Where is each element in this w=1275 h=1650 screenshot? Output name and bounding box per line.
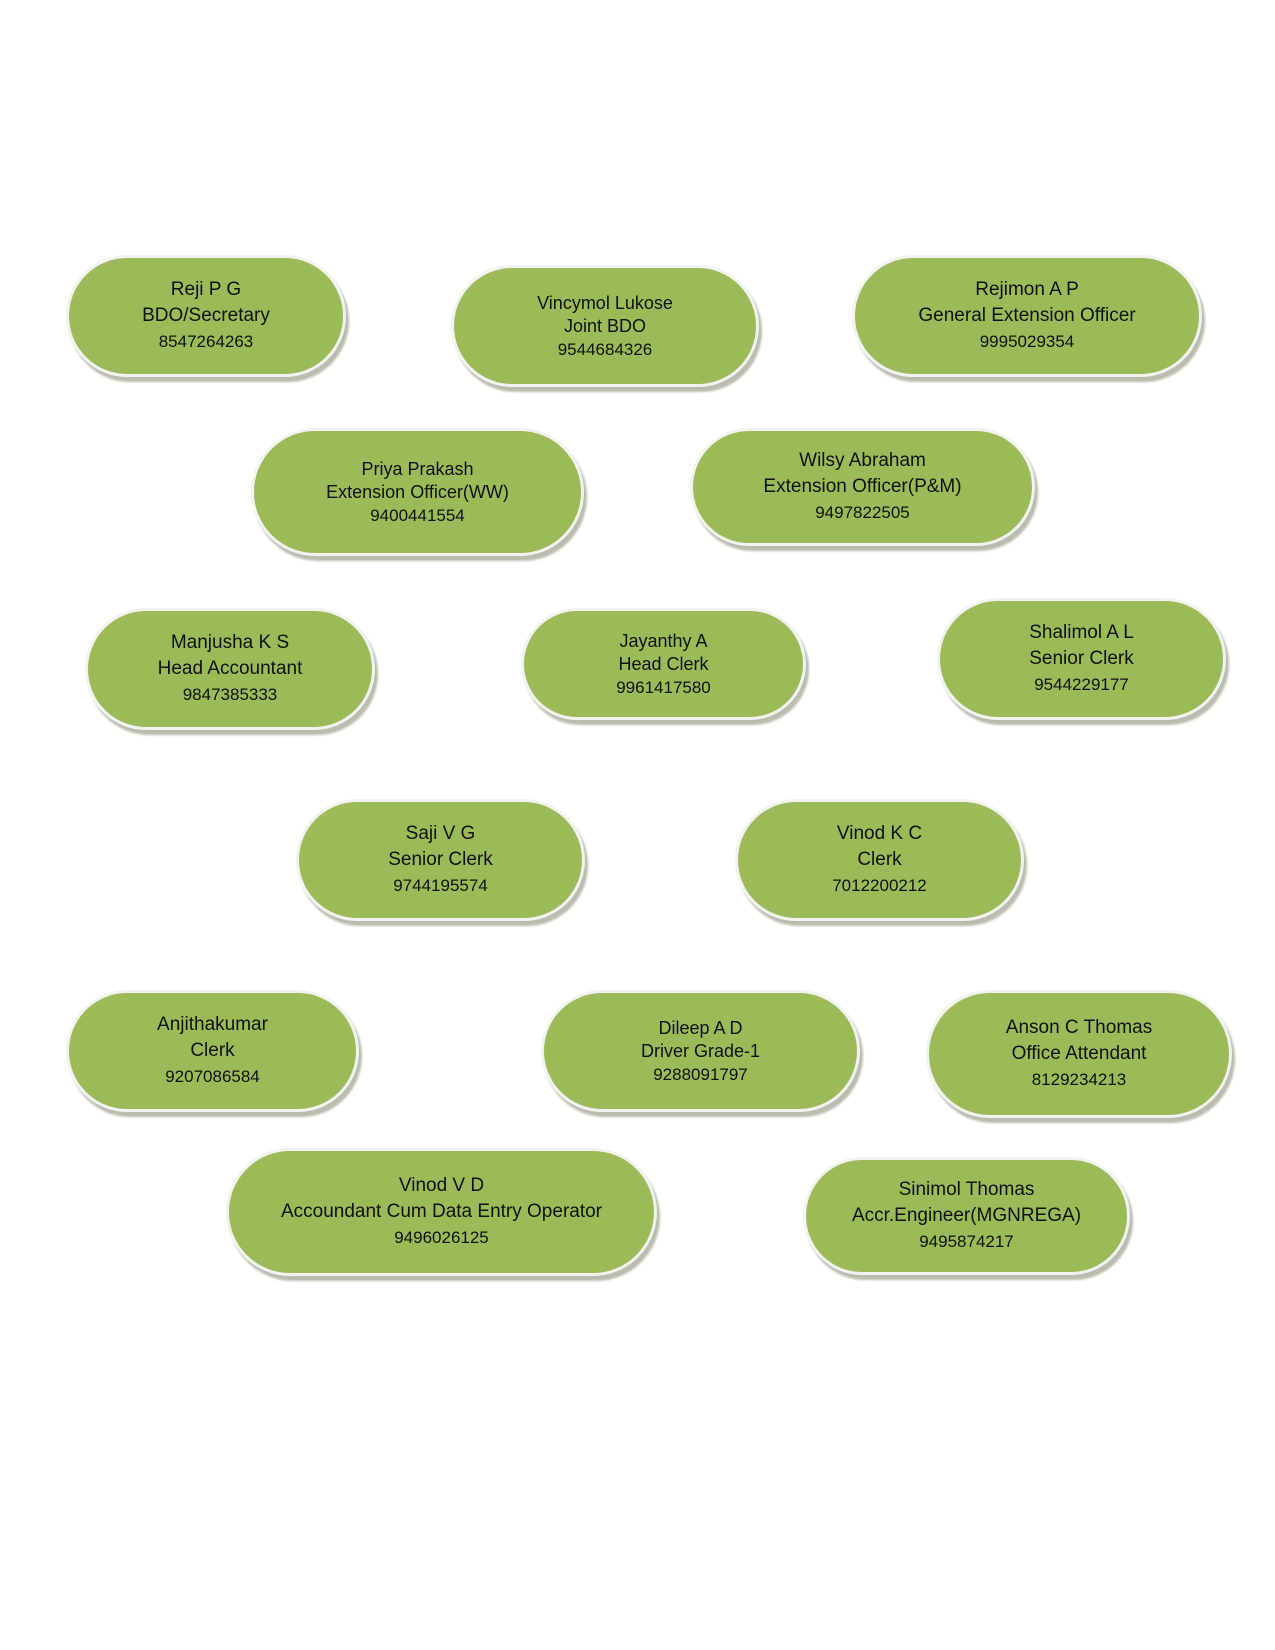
staff-name: Manjusha K S: [170, 632, 290, 653]
staff-name: Saji V G: [405, 823, 476, 844]
staff-designation: Clerk: [190, 1040, 235, 1061]
staff-phone: 9961417580: [616, 677, 711, 697]
staff-name: Reji P G: [170, 279, 242, 300]
staff-card-head-clerk: Jayanthy A Head Clerk 9961417580: [521, 608, 806, 720]
staff-name: Jayanthy A: [619, 630, 708, 651]
staff-card-office-attendant: Anson C Thomas Office Attendant 81292342…: [926, 990, 1232, 1118]
staff-card-bdo-secretary: Reji P G BDO/Secretary 8547264263: [66, 255, 346, 377]
staff-designation: Head Clerk: [618, 653, 709, 674]
staff-name: Vinod V D: [398, 1175, 485, 1196]
staff-phone: 9400441554: [370, 505, 465, 525]
staff-phone: 7012200212: [832, 876, 927, 895]
staff-card-senior-clerk-saji: Saji V G Senior Clerk 9744195574: [296, 799, 585, 921]
staff-phone: 9497822505: [815, 503, 910, 522]
staff-name: Dileep A D: [658, 1017, 743, 1038]
staff-phone: 9207086584: [165, 1067, 260, 1086]
staff-designation: General Extension Officer: [918, 305, 1136, 326]
staff-phone: 8547264263: [158, 332, 254, 351]
staff-designation: Accoundant Cum Data Entry Operator: [280, 1201, 603, 1222]
staff-card-extension-officer-pm: Wilsy Abraham Extension Officer(P&M) 949…: [690, 428, 1035, 546]
staff-name: Vincymol Lukose: [537, 292, 673, 313]
staff-name: Priya Prakash: [361, 458, 474, 479]
staff-phone: 9544229177: [1034, 675, 1129, 694]
staff-card-joint-bdo: Vincymol Lukose Joint BDO 9544684326: [451, 265, 759, 387]
staff-phone: 9744195574: [393, 876, 488, 895]
staff-phone: 9544684326: [557, 339, 653, 359]
staff-designation: Driver Grade-1: [640, 1040, 761, 1061]
staff-name: Vinod K C: [836, 823, 923, 844]
staff-designation: Accr.Engineer(MGNREGA): [851, 1205, 1082, 1226]
staff-phone: 9847385333: [182, 685, 278, 704]
staff-name: Anjithakumar: [157, 1014, 268, 1035]
staff-phone: 8129234213: [1031, 1070, 1127, 1089]
staff-name: Wilsy Abraham: [799, 450, 926, 471]
staff-name: Shalimol A L: [1029, 622, 1134, 643]
staff-card-clerk-vinod: Vinod K C Clerk 7012200212: [735, 799, 1024, 921]
staff-card-general-extension-officer: Rejimon A P General Extension Officer 99…: [852, 255, 1202, 377]
staff-card-extension-officer-ww: Priya Prakash Extension Officer(WW) 9400…: [251, 428, 584, 556]
staff-phone: 9995029354: [979, 332, 1075, 351]
staff-card-accr-engineer: Sinimol Thomas Accr.Engineer(MGNREGA) 94…: [803, 1157, 1130, 1275]
staff-designation: Head Accountant: [157, 658, 303, 679]
staff-name: Rejimon A P: [975, 279, 1079, 300]
staff-phone: 9288091797: [653, 1064, 748, 1084]
staff-name: Anson C Thomas: [1005, 1017, 1153, 1038]
staff-phone: 9496026125: [394, 1228, 489, 1247]
staff-card-accountant-data-entry: Vinod V D Accoundant Cum Data Entry Oper…: [226, 1148, 657, 1276]
staff-designation: Extension Officer(P&M): [763, 476, 962, 497]
staff-designation: Extension Officer(WW): [326, 481, 509, 502]
staff-card-senior-clerk-shalimol: Shalimol A L Senior Clerk 9544229177: [937, 598, 1226, 720]
staff-name: Sinimol Thomas: [898, 1179, 1035, 1200]
staff-designation: Joint BDO: [563, 315, 647, 336]
staff-designation: Clerk: [857, 849, 902, 870]
staff-designation: Senior Clerk: [388, 849, 493, 870]
staff-card-clerk-anjithakumar: Anjithakumar Clerk 9207086584: [66, 990, 359, 1112]
staff-phone: 9495874217: [919, 1232, 1014, 1251]
staff-designation: BDO/Secretary: [142, 305, 270, 326]
staff-card-head-accountant: Manjusha K S Head Accountant 9847385333: [85, 608, 375, 730]
staff-designation: Office Attendant: [1011, 1043, 1147, 1064]
staff-designation: Senior Clerk: [1029, 648, 1134, 669]
staff-card-driver: Dileep A D Driver Grade-1 9288091797: [541, 990, 860, 1112]
